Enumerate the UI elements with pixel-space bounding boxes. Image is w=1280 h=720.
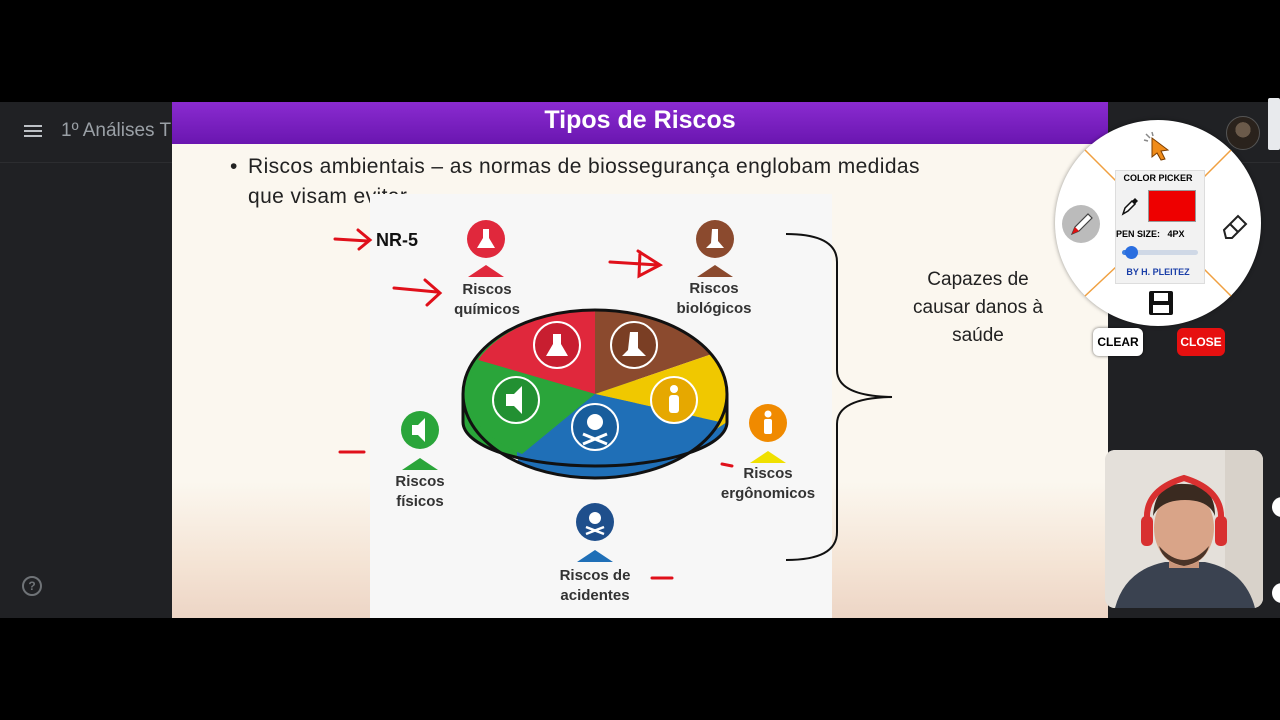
label-line: Riscos: [743, 465, 793, 482]
byline: BY H. PLEITEZ: [1126, 267, 1190, 277]
label-riscos-ergonomicos: Riscos ergônomicos: [712, 464, 824, 504]
presentation-slide: Tipos de Riscos • Riscos ambientais – as…: [172, 102, 1108, 618]
cursor-icon[interactable]: [1142, 130, 1174, 162]
label-line: Riscos: [689, 280, 739, 297]
color-picker-panel: [1115, 170, 1205, 284]
selected-color-swatch[interactable]: [1148, 190, 1196, 222]
bullet-text: • Riscos ambientais – as normas de bioss…: [230, 152, 1030, 212]
bullet-line-1: Riscos ambientais – as normas de biosseg…: [248, 155, 920, 178]
label-line: químicos: [454, 301, 520, 318]
clear-button[interactable]: CLEAR: [1093, 328, 1143, 356]
label-line: acidentes: [560, 587, 630, 604]
label-line: físicos: [396, 493, 444, 510]
save-icon[interactable]: [1146, 288, 1176, 318]
biologicos-triangle: [697, 265, 733, 277]
ergonomicos-triangle: [750, 451, 786, 463]
slide-title: Tipos de Riscos: [172, 102, 1108, 144]
pen-size-readout: PEN SIZE: 4PX: [1116, 229, 1200, 239]
capazes-line-1: Capazes de: [927, 269, 1029, 290]
label-riscos-quimicos: Riscos químicos: [440, 280, 534, 320]
label-riscos-acidentes: Riscos de acidentes: [542, 566, 648, 606]
label-line: Riscos: [395, 473, 445, 490]
label-line: ergônomicos: [720, 485, 816, 502]
quimicos-triangle: [468, 265, 504, 277]
bullet-line-2: que visam evitar: [248, 185, 408, 208]
side-handle[interactable]: [1272, 497, 1280, 517]
label-line: Riscos de: [559, 567, 631, 584]
risk-diagram: [333, 220, 893, 580]
pen-size-slider-knob[interactable]: [1125, 246, 1138, 259]
bullet-dot: •: [230, 155, 238, 178]
presenter-image: [1105, 450, 1263, 608]
label-line: biológicos: [676, 300, 752, 317]
pen-size-value: 4PX: [1167, 229, 1185, 239]
label-line: Riscos: [462, 281, 512, 298]
pen-annotations: [333, 228, 734, 580]
help-icon[interactable]: ?: [22, 576, 42, 596]
pen-size-slider[interactable]: [1122, 250, 1198, 255]
pen-icon[interactable]: [1062, 205, 1100, 243]
close-button[interactable]: CLOSE: [1177, 328, 1225, 356]
meeting-title: 1º Análises T: [61, 120, 172, 141]
side-handle[interactable]: [1272, 583, 1280, 603]
nr5-label: NR-5: [376, 230, 419, 250]
label-riscos-fisicos: Riscos físicos: [380, 472, 460, 512]
color-picker-title: COLOR PICKER: [1123, 173, 1193, 183]
webcam-video: [1105, 450, 1263, 608]
fisicos-triangle: [402, 458, 438, 470]
curly-brace: [785, 233, 893, 561]
acidentes-triangle: [577, 550, 613, 562]
capazes-line-3: saúde: [952, 325, 1004, 346]
pen-size-label: PEN SIZE:: [1116, 229, 1161, 239]
avatar[interactable]: [1226, 116, 1260, 150]
label-riscos-biologicos: Riscos biológicos: [666, 279, 762, 319]
scrollbar-thumb[interactable]: [1268, 98, 1280, 150]
menu-icon[interactable]: [24, 122, 42, 140]
eyedropper-icon[interactable]: [1119, 195, 1141, 217]
eraser-icon[interactable]: [1218, 208, 1252, 242]
capazes-line-2: causar danos à: [913, 297, 1043, 318]
tool-wheel-dividers: [1084, 149, 1232, 297]
capazes-text: Capazes de causar danos à saúde: [896, 266, 1060, 350]
